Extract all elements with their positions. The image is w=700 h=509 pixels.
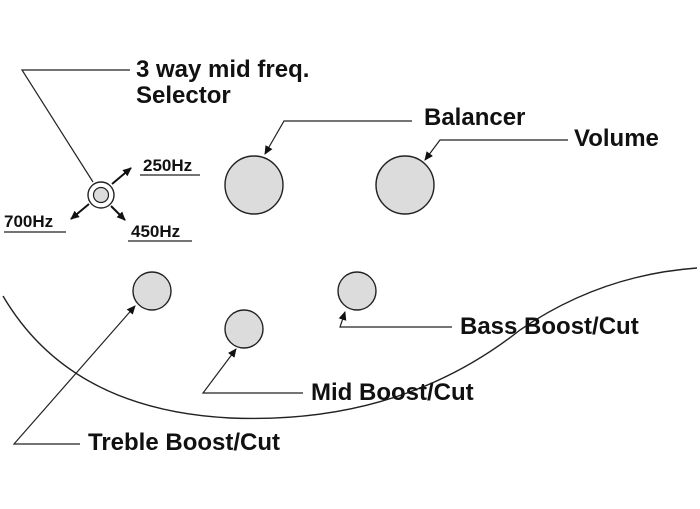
arrow-250hz bbox=[111, 167, 132, 185]
mid-boost-cut-label: Mid Boost/Cut bbox=[311, 379, 474, 406]
treble-knob bbox=[132, 271, 172, 311]
selector-label-line1: 3 way mid freq. bbox=[136, 56, 310, 83]
freq-250hz-label: 250Hz bbox=[143, 156, 193, 175]
selector-label-line2: Selector bbox=[136, 82, 231, 109]
body-outline-curve bbox=[2, 267, 698, 420]
selector-label: 3 way mid freq. Selector bbox=[136, 57, 309, 109]
balancer-leader-line bbox=[264, 120, 412, 155]
balancer-knob bbox=[224, 155, 284, 215]
mid-knob bbox=[224, 309, 264, 349]
freq-700hz-label: 700Hz bbox=[4, 212, 54, 231]
selector-switch-inner bbox=[92, 186, 110, 204]
bass-leader-line bbox=[338, 311, 452, 328]
freq-450hz-label: 450Hz bbox=[131, 222, 181, 241]
volume-label: Volume bbox=[574, 125, 659, 152]
selector-leader-line bbox=[20, 69, 130, 183]
mid-leader-line bbox=[201, 348, 303, 394]
volume-leader-line bbox=[424, 139, 568, 161]
bass-knob bbox=[337, 271, 377, 311]
bass-boost-cut-label: Bass Boost/Cut bbox=[460, 313, 639, 340]
treble-boost-cut-label: Treble Boost/Cut bbox=[88, 429, 281, 456]
balancer-label: Balancer bbox=[424, 104, 526, 131]
arrow-700hz bbox=[70, 203, 90, 220]
treble-leader-line bbox=[12, 305, 136, 445]
volume-knob bbox=[375, 155, 435, 215]
arrow-450hz bbox=[110, 205, 126, 221]
